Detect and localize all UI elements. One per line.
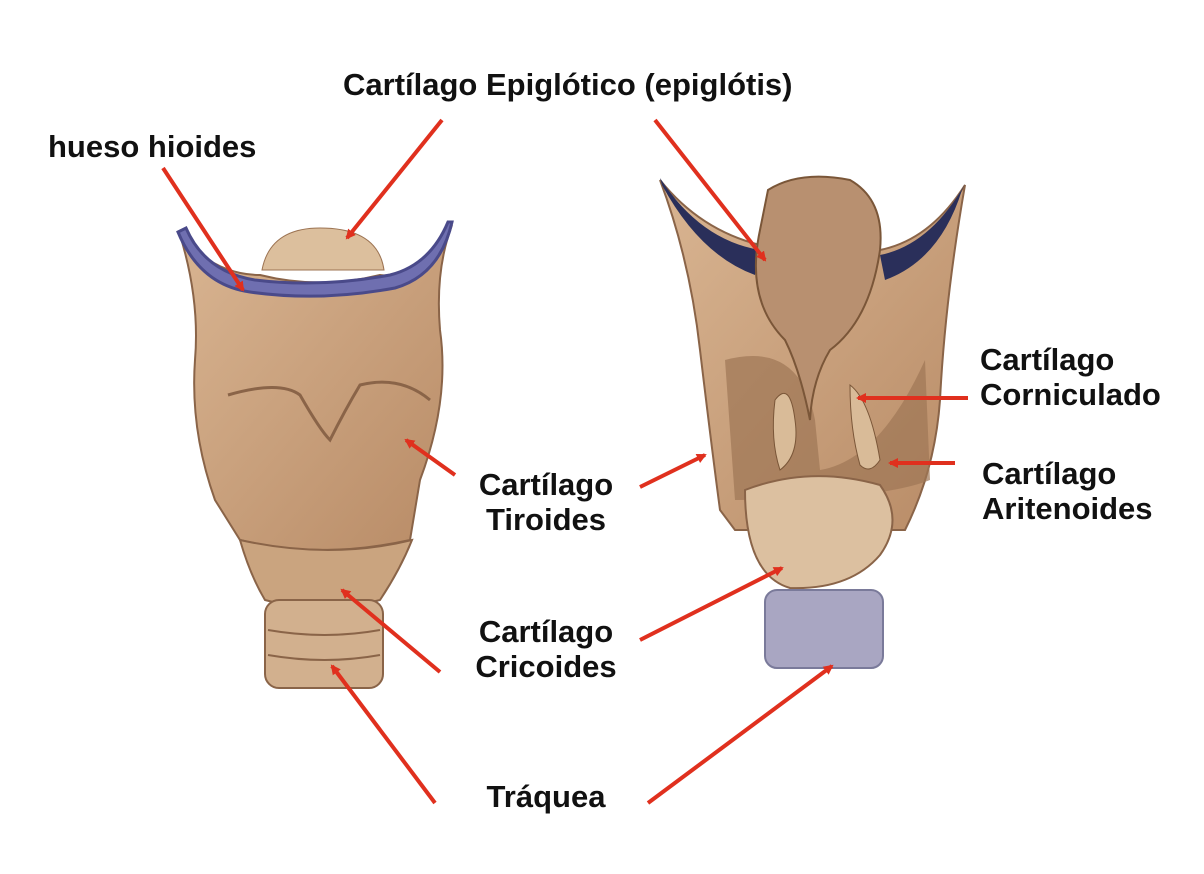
- arytenoid-left: [772, 392, 797, 471]
- trachea-front: [264, 599, 384, 689]
- label-hyoid: hueso hioides: [48, 129, 257, 164]
- label-corniculate-line1: Cartílago: [980, 342, 1115, 377]
- arrow-thyroid-front: [404, 438, 457, 477]
- epiglottis-tip-front: [261, 227, 385, 271]
- arrow-trachea-front: [330, 664, 437, 805]
- label-arytenoid-line2: Aritenoides: [982, 491, 1153, 526]
- hyoid-bone-back-right: [880, 184, 965, 280]
- label-cricoid-line1: Cartílago: [478, 614, 614, 649]
- label-cricoid-line2: Cricoides: [475, 649, 617, 684]
- label-cricoid: Cartílago Cricoides: [466, 614, 626, 684]
- trachea-back: [764, 589, 884, 669]
- arrow-cricoid-back: [639, 566, 784, 642]
- label-trachea: Tráquea: [486, 779, 606, 814]
- label-thyroid-line1: Cartílago: [478, 467, 614, 502]
- anterior-view: [176, 220, 454, 689]
- epiglottis-back: [754, 175, 882, 421]
- hyoid-bone-front: [176, 220, 454, 298]
- laryngeal-cavity: [725, 356, 930, 500]
- arrow-trachea-back: [646, 664, 834, 805]
- label-epiglottis: Cartílago Epiglótico (epiglótis): [343, 67, 793, 102]
- arrow-thyroid-back: [639, 453, 707, 489]
- arrow-hyoid: [161, 166, 245, 292]
- label-arytenoid-line1: Cartílago: [982, 456, 1117, 491]
- hyoid-bone-back-left: [660, 178, 760, 275]
- thyroid-notch: [227, 380, 431, 443]
- label-thyroid-line2: Tiroides: [485, 502, 607, 537]
- arytenoid-right: [849, 383, 881, 470]
- label-corniculate-line2: Corniculado: [980, 377, 1161, 412]
- posterior-view: [659, 175, 966, 669]
- pointer-arrows: [161, 118, 968, 805]
- arrow-epiglottis-front: [345, 118, 444, 240]
- arrow-epiglottis-back: [653, 118, 767, 262]
- cricoid-cartilage-front: [238, 538, 414, 609]
- arrow-cricoid-front: [340, 588, 442, 674]
- label-corniculate: Cartílago Corniculado: [980, 342, 1161, 412]
- label-thyroid: Cartílago Tiroides: [466, 467, 626, 537]
- label-arytenoid: Cartílago Aritenoides: [982, 456, 1153, 526]
- cricoid-cartilage-back: [743, 475, 894, 590]
